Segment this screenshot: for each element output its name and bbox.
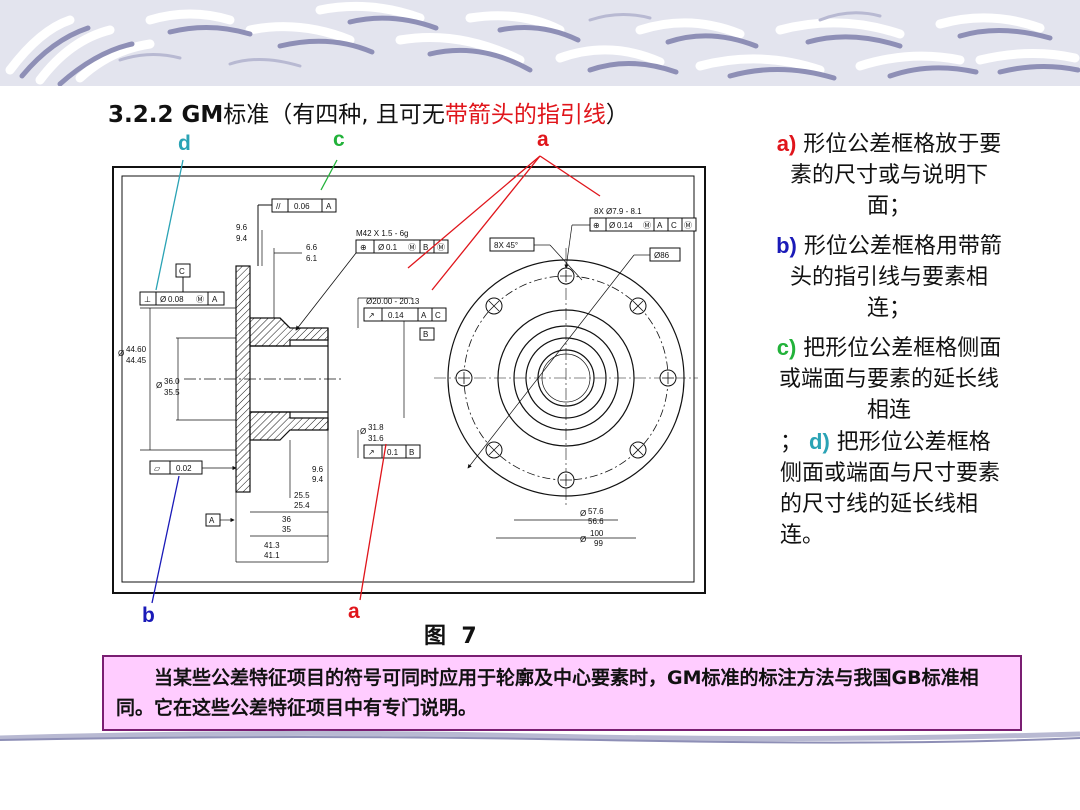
svg-text://: // [276,202,281,211]
parallelism-frame: // 0.06 A [257,198,337,266]
svg-text:8X 45°: 8X 45° [494,241,518,250]
svg-text:Ø20.00 - 20.13: Ø20.00 - 20.13 [366,297,420,306]
svg-text:Ⓜ: Ⓜ [408,243,416,252]
notes-panel: a) 形位公差框格放于要素的尺寸或与说明下面； b) 形位公差框格用带箭头的指引… [774,128,1004,551]
svg-text:A: A [326,202,332,211]
svg-text:57.6: 57.6 [588,507,604,516]
svg-text:36: 36 [282,515,291,524]
svg-text:41.3: 41.3 [264,541,280,550]
svg-text:Ⓜ: Ⓜ [643,221,651,230]
svg-text:A: A [212,295,218,304]
svg-text:Ⓜ: Ⓜ [437,243,445,252]
svg-text:▱: ▱ [154,464,161,473]
holes-tol-frame: ⊕ Ø 0.14 Ⓜ A C Ⓜ [589,217,697,232]
callout-text: 当某些公差特征项目的符号可同时应用于轮廓及中心要素时，GM标准的标注方法与我国G… [116,667,979,719]
svg-text:Ø: Ø [378,243,384,252]
end-view [434,248,698,508]
svg-text:Ø: Ø [609,221,615,230]
callout-box: 当某些公差特征项目的符号可同时应用于轮廓及中心要素时，GM标准的标注方法与我国G… [102,655,1022,731]
svg-text:9.4: 9.4 [312,475,324,484]
svg-text:25.5: 25.5 [294,491,310,500]
label-a-top: a [537,128,549,151]
svg-text:B: B [423,243,428,252]
slide-title: 3.2.2 GM标准（有四种, 且可无带箭头的指引线） [108,102,629,128]
svg-text:25.4: 25.4 [294,501,310,510]
svg-text:0.14: 0.14 [388,311,404,320]
svg-text:B: B [423,330,428,339]
svg-text:⊥: ⊥ [144,295,151,304]
figure-caption: 图 7 [424,624,477,649]
svg-text:9.6: 9.6 [236,223,248,232]
svg-text:6.6: 6.6 [306,243,318,252]
svg-text:B: B [409,448,414,457]
label-a-bottom: a [348,600,360,623]
svg-text:C: C [179,267,185,276]
svg-text:0.02: 0.02 [176,464,192,473]
engineering-drawing: // 0.06 A 9.6 9.4 6.6 6.1 M42 X 1.5 - 6g… [112,166,706,594]
svg-text:35.5: 35.5 [164,388,180,397]
svg-text:Ø: Ø [118,349,124,358]
perpendicularity-frame: ⊥ Ø 0.08 Ⓜ A [139,291,225,306]
svg-text:A: A [209,516,215,525]
svg-text:41.1: 41.1 [264,551,280,560]
svg-text:0.06: 0.06 [294,202,310,211]
section-view [184,265,344,493]
svg-text:100: 100 [590,529,604,538]
svg-text:Ⓜ: Ⓜ [196,295,204,304]
svg-text:A: A [421,311,427,320]
note-a: a) 形位公差框格放于要素的尺寸或与说明下面； [776,131,1002,219]
svg-text:36.0: 36.0 [164,377,180,386]
svg-text:↗: ↗ [368,448,375,457]
svg-text:0.1: 0.1 [387,448,399,457]
svg-text:Ⓜ: Ⓜ [684,221,692,230]
svg-text:⊕: ⊕ [593,221,600,230]
note-d: ； d) 把形位公差框格侧面或端面与尺寸要素的尺寸线的延长线相连。 [780,429,1001,548]
decorative-banner [0,0,1080,86]
svg-text:Ø: Ø [160,295,166,304]
svg-text:31.6: 31.6 [368,434,384,443]
label-c: c [333,128,345,151]
note-b: b) 形位公差框格用带箭头的指引线与要素相连； [776,233,1002,321]
svg-text:0.1: 0.1 [386,243,398,252]
svg-text:44.60: 44.60 [126,345,147,354]
svg-text:Ø: Ø [580,535,586,544]
svg-text:Ø86: Ø86 [654,251,670,260]
note-c: c) 把形位公差框格侧面或端面与要素的延长线相连 [776,335,1002,423]
svg-text:C: C [671,221,677,230]
svg-text:99: 99 [594,539,603,548]
label-b: b [142,604,155,627]
svg-text:0.14: 0.14 [617,221,633,230]
svg-text:44.45: 44.45 [126,356,147,365]
svg-text:⊕: ⊕ [360,243,367,252]
svg-text:Ø: Ø [580,509,586,518]
svg-text:35: 35 [282,525,291,534]
bottom-decorative-rule [0,730,1080,744]
svg-text:31.8: 31.8 [368,423,384,432]
label-d: d [178,132,191,155]
svg-text:Ø: Ø [360,427,366,436]
svg-text:9.4: 9.4 [236,234,248,243]
svg-text:9.6: 9.6 [312,465,324,474]
svg-text:M42 X 1.5 - 6g: M42 X 1.5 - 6g [356,229,408,238]
thread-tol-frame: ⊕ Ø 0.1 Ⓜ B Ⓜ [355,239,449,254]
svg-text:A: A [657,221,663,230]
datum-c-box: C [175,263,191,292]
svg-text:Ø: Ø [156,381,162,390]
runout-frame-top: ↗ 0.14 A C [363,307,447,322]
svg-text:8X Ø7.9 - 8.1: 8X Ø7.9 - 8.1 [594,207,642,216]
svg-text:0.08: 0.08 [168,295,184,304]
svg-text:C: C [435,311,441,320]
runout-frame-bottom: ↗ 0.1 B [363,444,421,459]
svg-text:↗: ↗ [368,311,375,320]
flatness-frame: ▱ 0.02 [149,460,203,475]
svg-text:56.6: 56.6 [588,517,604,526]
svg-text:6.1: 6.1 [306,254,318,263]
